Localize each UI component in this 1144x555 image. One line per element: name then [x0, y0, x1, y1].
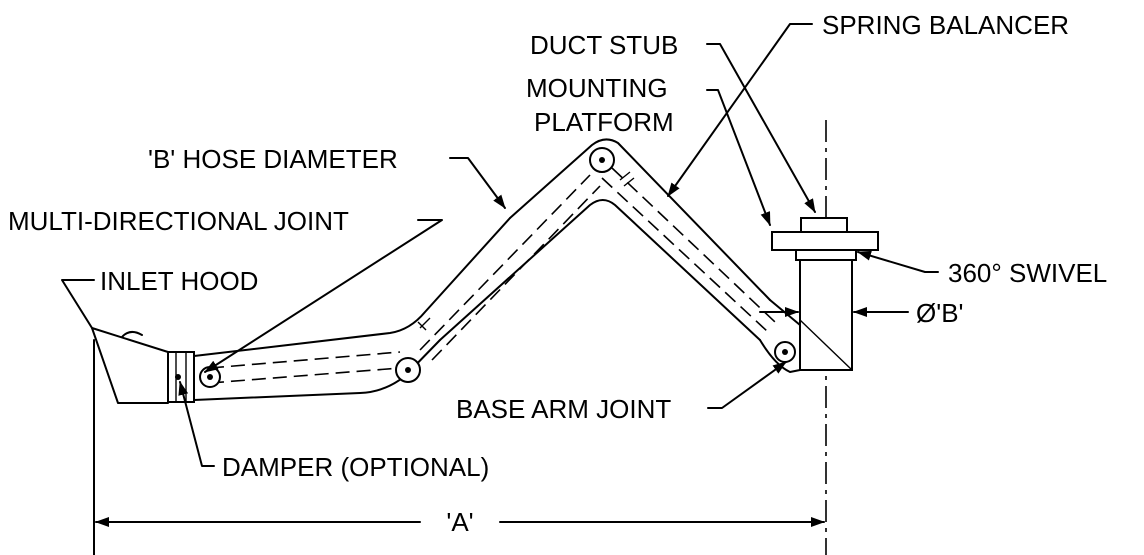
dim-a-label: 'A' — [446, 507, 473, 537]
multi-joint-label: MULTI-DIRECTIONAL JOINT — [8, 206, 349, 236]
swivel-callout: 360° SWIVEL — [857, 250, 1107, 288]
damper-label: DAMPER (OPTIONAL) — [222, 452, 489, 482]
spring-balancer-label: SPRING BALANCER — [822, 10, 1069, 40]
base-arm-joint-label: BASE ARM JOINT — [456, 394, 671, 424]
inlet-hood-shape — [91, 327, 195, 404]
diameter-b-label: Ø'B' — [916, 298, 964, 328]
inlet-hood-callout: INLET HOOD — [61, 266, 258, 329]
diameter-b-callout: Ø'B' — [759, 298, 964, 328]
hose-diameter-label: 'B' HOSE DIAMETER — [148, 144, 398, 174]
mounting-label-line1: MOUNTING — [526, 73, 668, 103]
base-mount — [759, 217, 879, 373]
hose-diameter-callout: 'B' HOSE DIAMETER — [148, 144, 506, 209]
lower-arm — [193, 174, 601, 401]
multi-joint-callout: MULTI-DIRECTIONAL JOINT — [8, 206, 443, 373]
damper-callout: DAMPER (OPTIONAL) — [178, 381, 489, 482]
duct-stub-label: DUCT STUB — [530, 30, 678, 60]
mounting-platform-callout: MOUNTING PLATFORM — [526, 73, 771, 226]
base-arm-joint-callout: BASE ARM JOINT — [456, 361, 787, 424]
duct-stub-callout: DUCT STUB — [530, 30, 816, 213]
upper-arm — [439, 138, 776, 341]
spring-balancer-callout: SPRING BALANCER — [667, 10, 1069, 197]
swivel-label: 360° SWIVEL — [948, 258, 1107, 288]
dimension-a: 'A' — [95, 507, 825, 537]
mounting-label-line2: PLATFORM — [534, 107, 674, 137]
inlet-hood-label: INLET HOOD — [100, 266, 258, 296]
